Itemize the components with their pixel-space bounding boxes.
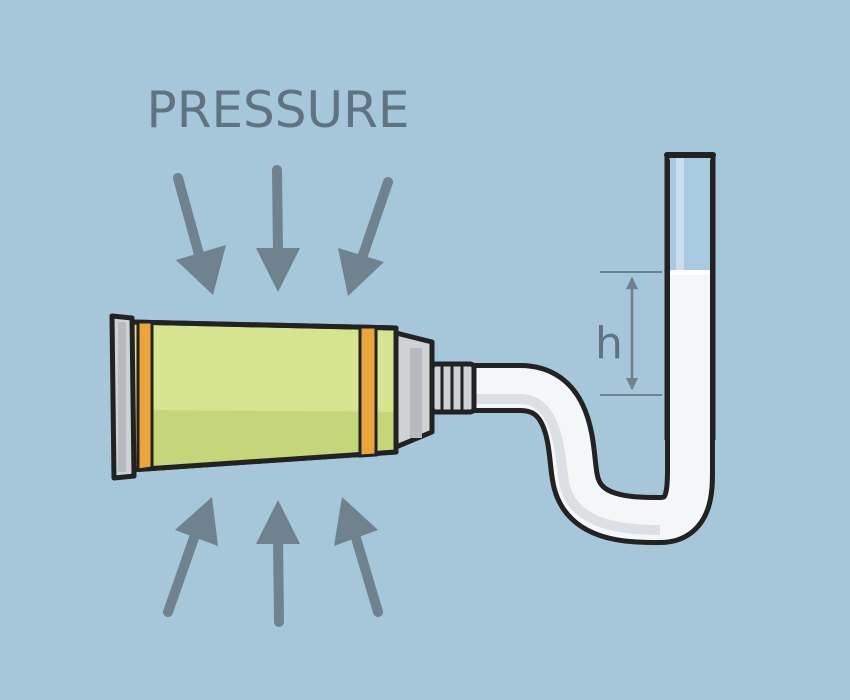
pressure-arrow-icon bbox=[338, 177, 393, 296]
pressure-arrow-icon bbox=[256, 500, 300, 627]
height-dimension-arrow-icon bbox=[600, 271, 662, 396]
pressure-arrow-icon bbox=[173, 173, 226, 295]
pressure-arrow-icon bbox=[256, 165, 300, 292]
bottom-pressure-arrows bbox=[163, 497, 383, 627]
toothpaste-tube-icon bbox=[109, 313, 477, 481]
pressure-arrow-icon bbox=[163, 497, 218, 617]
top-pressure-arrows bbox=[173, 165, 393, 296]
u-tube-manometer-icon bbox=[470, 152, 716, 546]
height-label: h bbox=[595, 318, 623, 369]
pressure-title: PRESSURE bbox=[147, 81, 410, 139]
pressure-arrow-icon bbox=[334, 497, 383, 617]
